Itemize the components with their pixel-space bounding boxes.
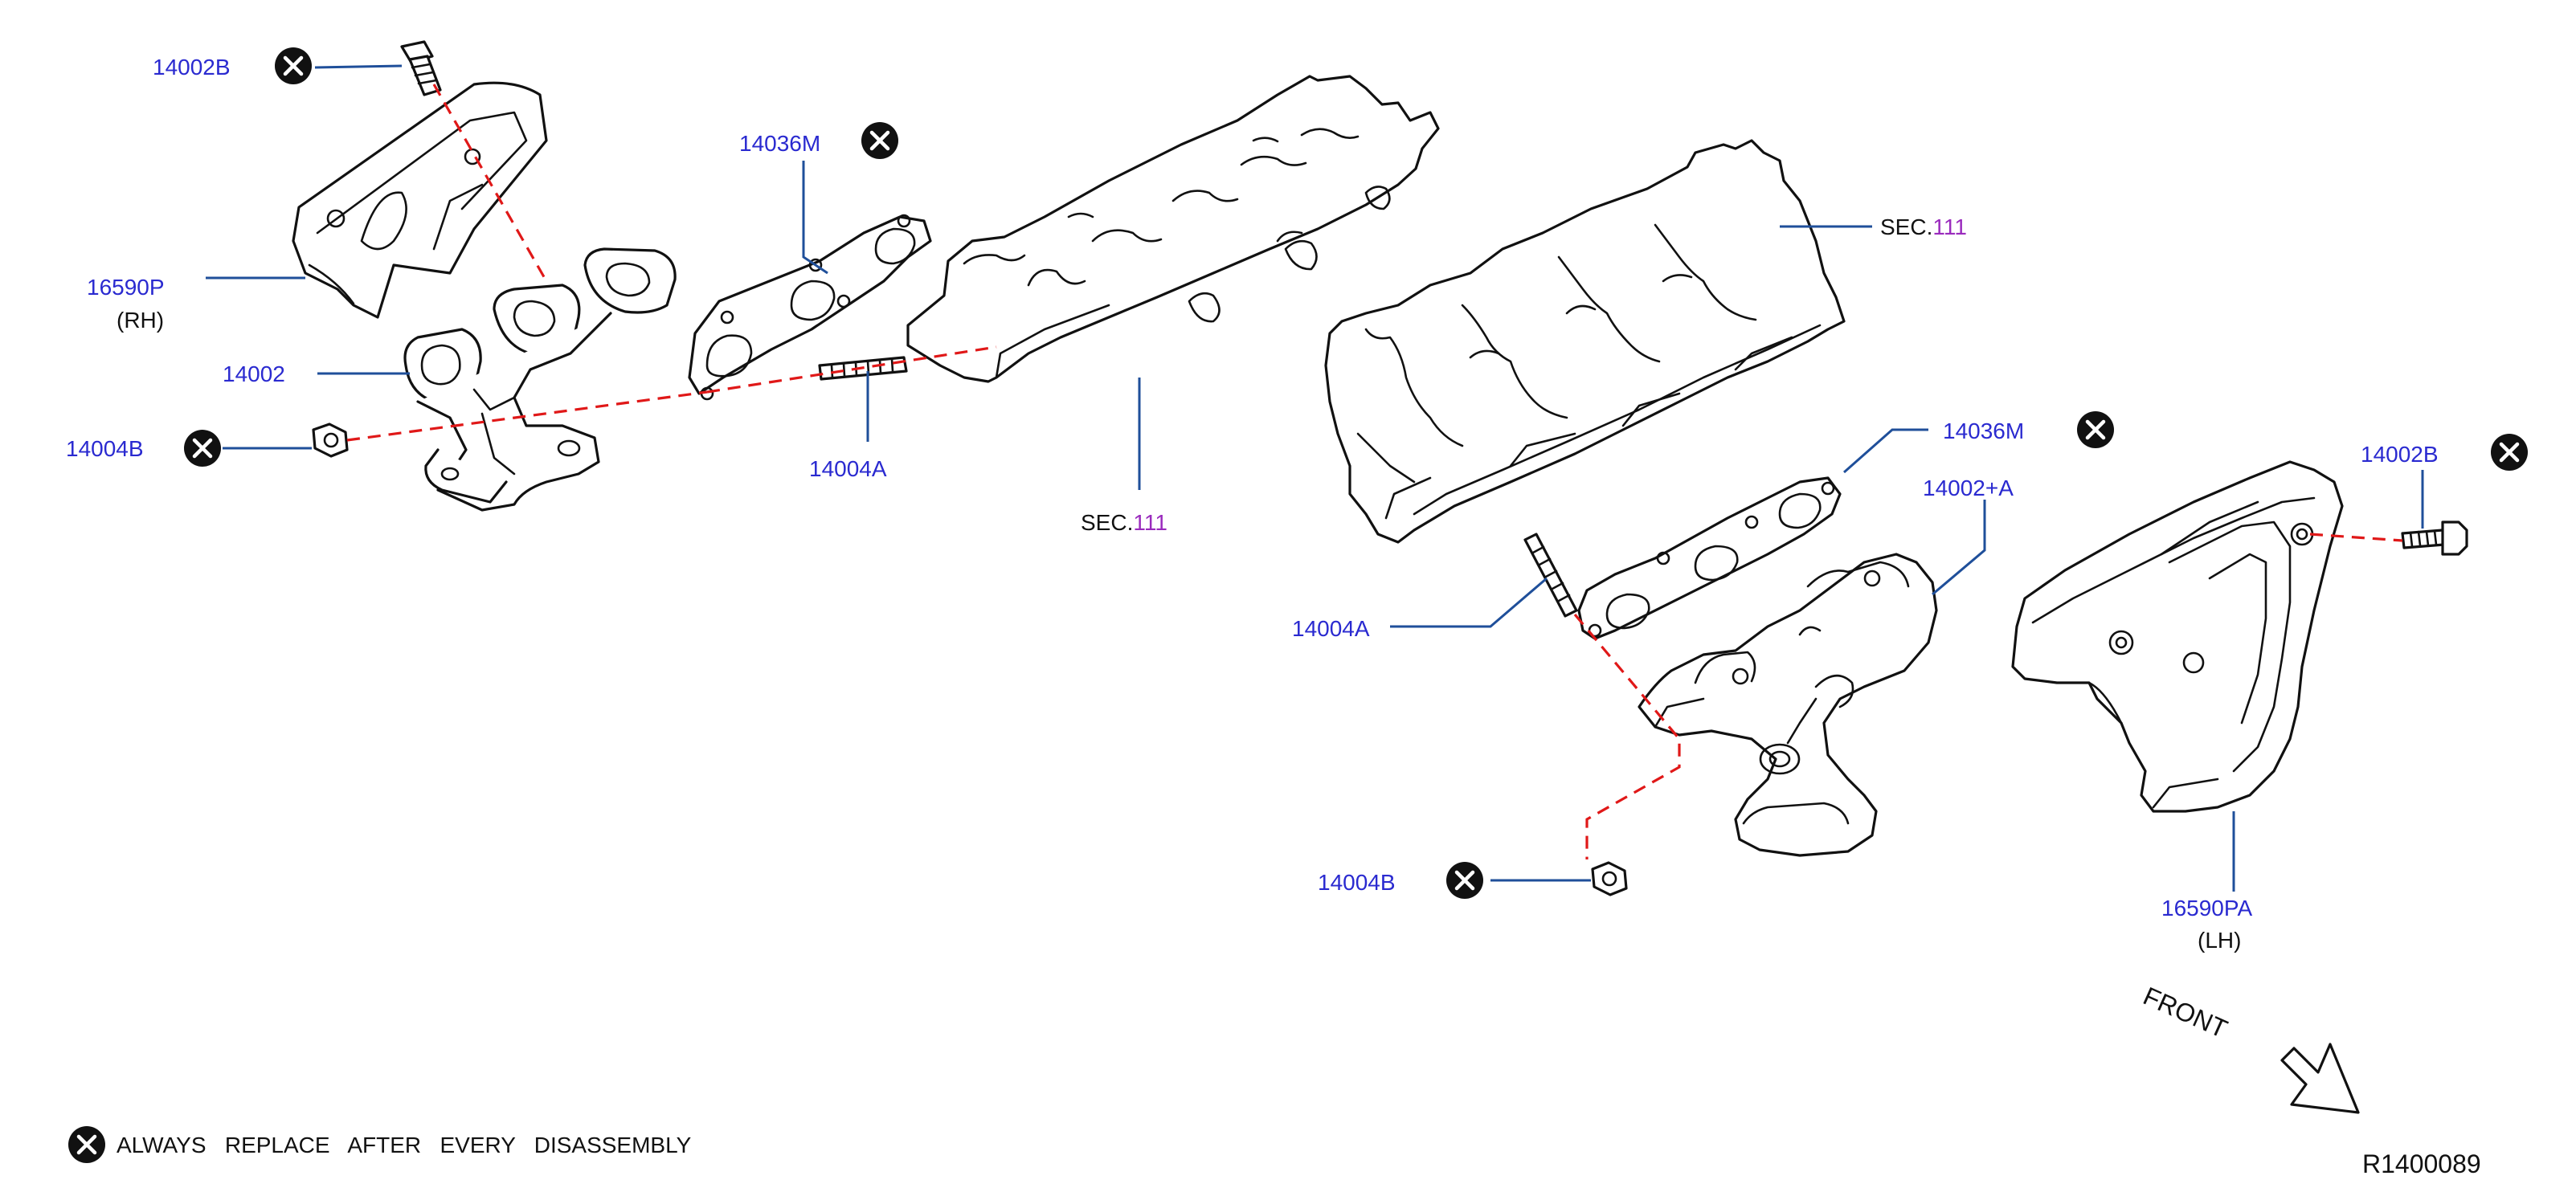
part-label-14036M-lh: 14036M	[1943, 418, 2024, 443]
legend-note: ALWAYS REPLACE AFTER EVERY DISASSEMBLY	[117, 1133, 692, 1157]
part-label-14004A-lh: 14004A	[1292, 616, 1370, 641]
x-circle-icon	[2491, 434, 2528, 471]
part-label-14004B-lh: 14004B	[1318, 870, 1396, 895]
rh-heat-shield	[292, 81, 548, 319]
part-label-14002B-lh: 14002B	[2361, 442, 2439, 467]
arrow-down-right-icon	[2280, 1043, 2360, 1114]
rh-cylinder-head	[906, 75, 1440, 383]
x-circle-icon	[68, 1126, 105, 1163]
rh-gasket-14036M	[688, 214, 932, 401]
part-label-14036M-rh: 14036M	[739, 131, 820, 156]
x-circle-icon	[275, 47, 312, 84]
lh-gasket-14036M	[1577, 476, 1842, 640]
x-circle-icon	[861, 122, 898, 159]
part-label-14002B-rh: 14002B	[153, 55, 231, 80]
rh-bolt-14002B	[400, 40, 442, 96]
lh-exhaust-manifold	[1638, 553, 1938, 857]
labels: 14002B 16590P (RH) 14002 14004B 14036M 1…	[66, 55, 2481, 1178]
part-label-14002A: 14002+A	[1923, 476, 2014, 500]
leader-lines	[206, 64, 2424, 892]
front-label: FRONT	[2139, 982, 2231, 1044]
side-label-rh: (RH)	[117, 308, 164, 333]
lh-heat-shield	[2011, 460, 2344, 813]
part-label-16590P: 16590P	[87, 275, 165, 300]
x-circle-icon	[2077, 411, 2114, 448]
side-label-lh: (LH)	[2198, 928, 2241, 953]
lh-stud-14004A	[1523, 533, 1578, 618]
section-ref-lh: SEC.111	[1880, 214, 1967, 239]
lh-bolt-14002B	[2401, 520, 2468, 556]
part-label-14002: 14002	[223, 361, 285, 386]
part-label-14004B-rh: 14004B	[66, 436, 144, 461]
lh-cylinder-head	[1324, 139, 1846, 544]
section-ref-rh: SEC.111	[1081, 510, 1167, 535]
lh-nut-14004B	[1591, 861, 1628, 896]
front-arrow	[2280, 1043, 2360, 1114]
rh-exhaust-manifold	[403, 247, 677, 512]
x-circle-icon	[184, 430, 221, 467]
alignment-lines	[346, 84, 2403, 859]
x-circle-icon	[1446, 862, 1483, 899]
part-label-14004A-rh: 14004A	[809, 456, 887, 481]
rh-nut-14004B	[312, 423, 349, 458]
reference-code: R1400089	[2362, 1149, 2481, 1178]
part-label-16590PA: 16590PA	[2161, 896, 2252, 921]
